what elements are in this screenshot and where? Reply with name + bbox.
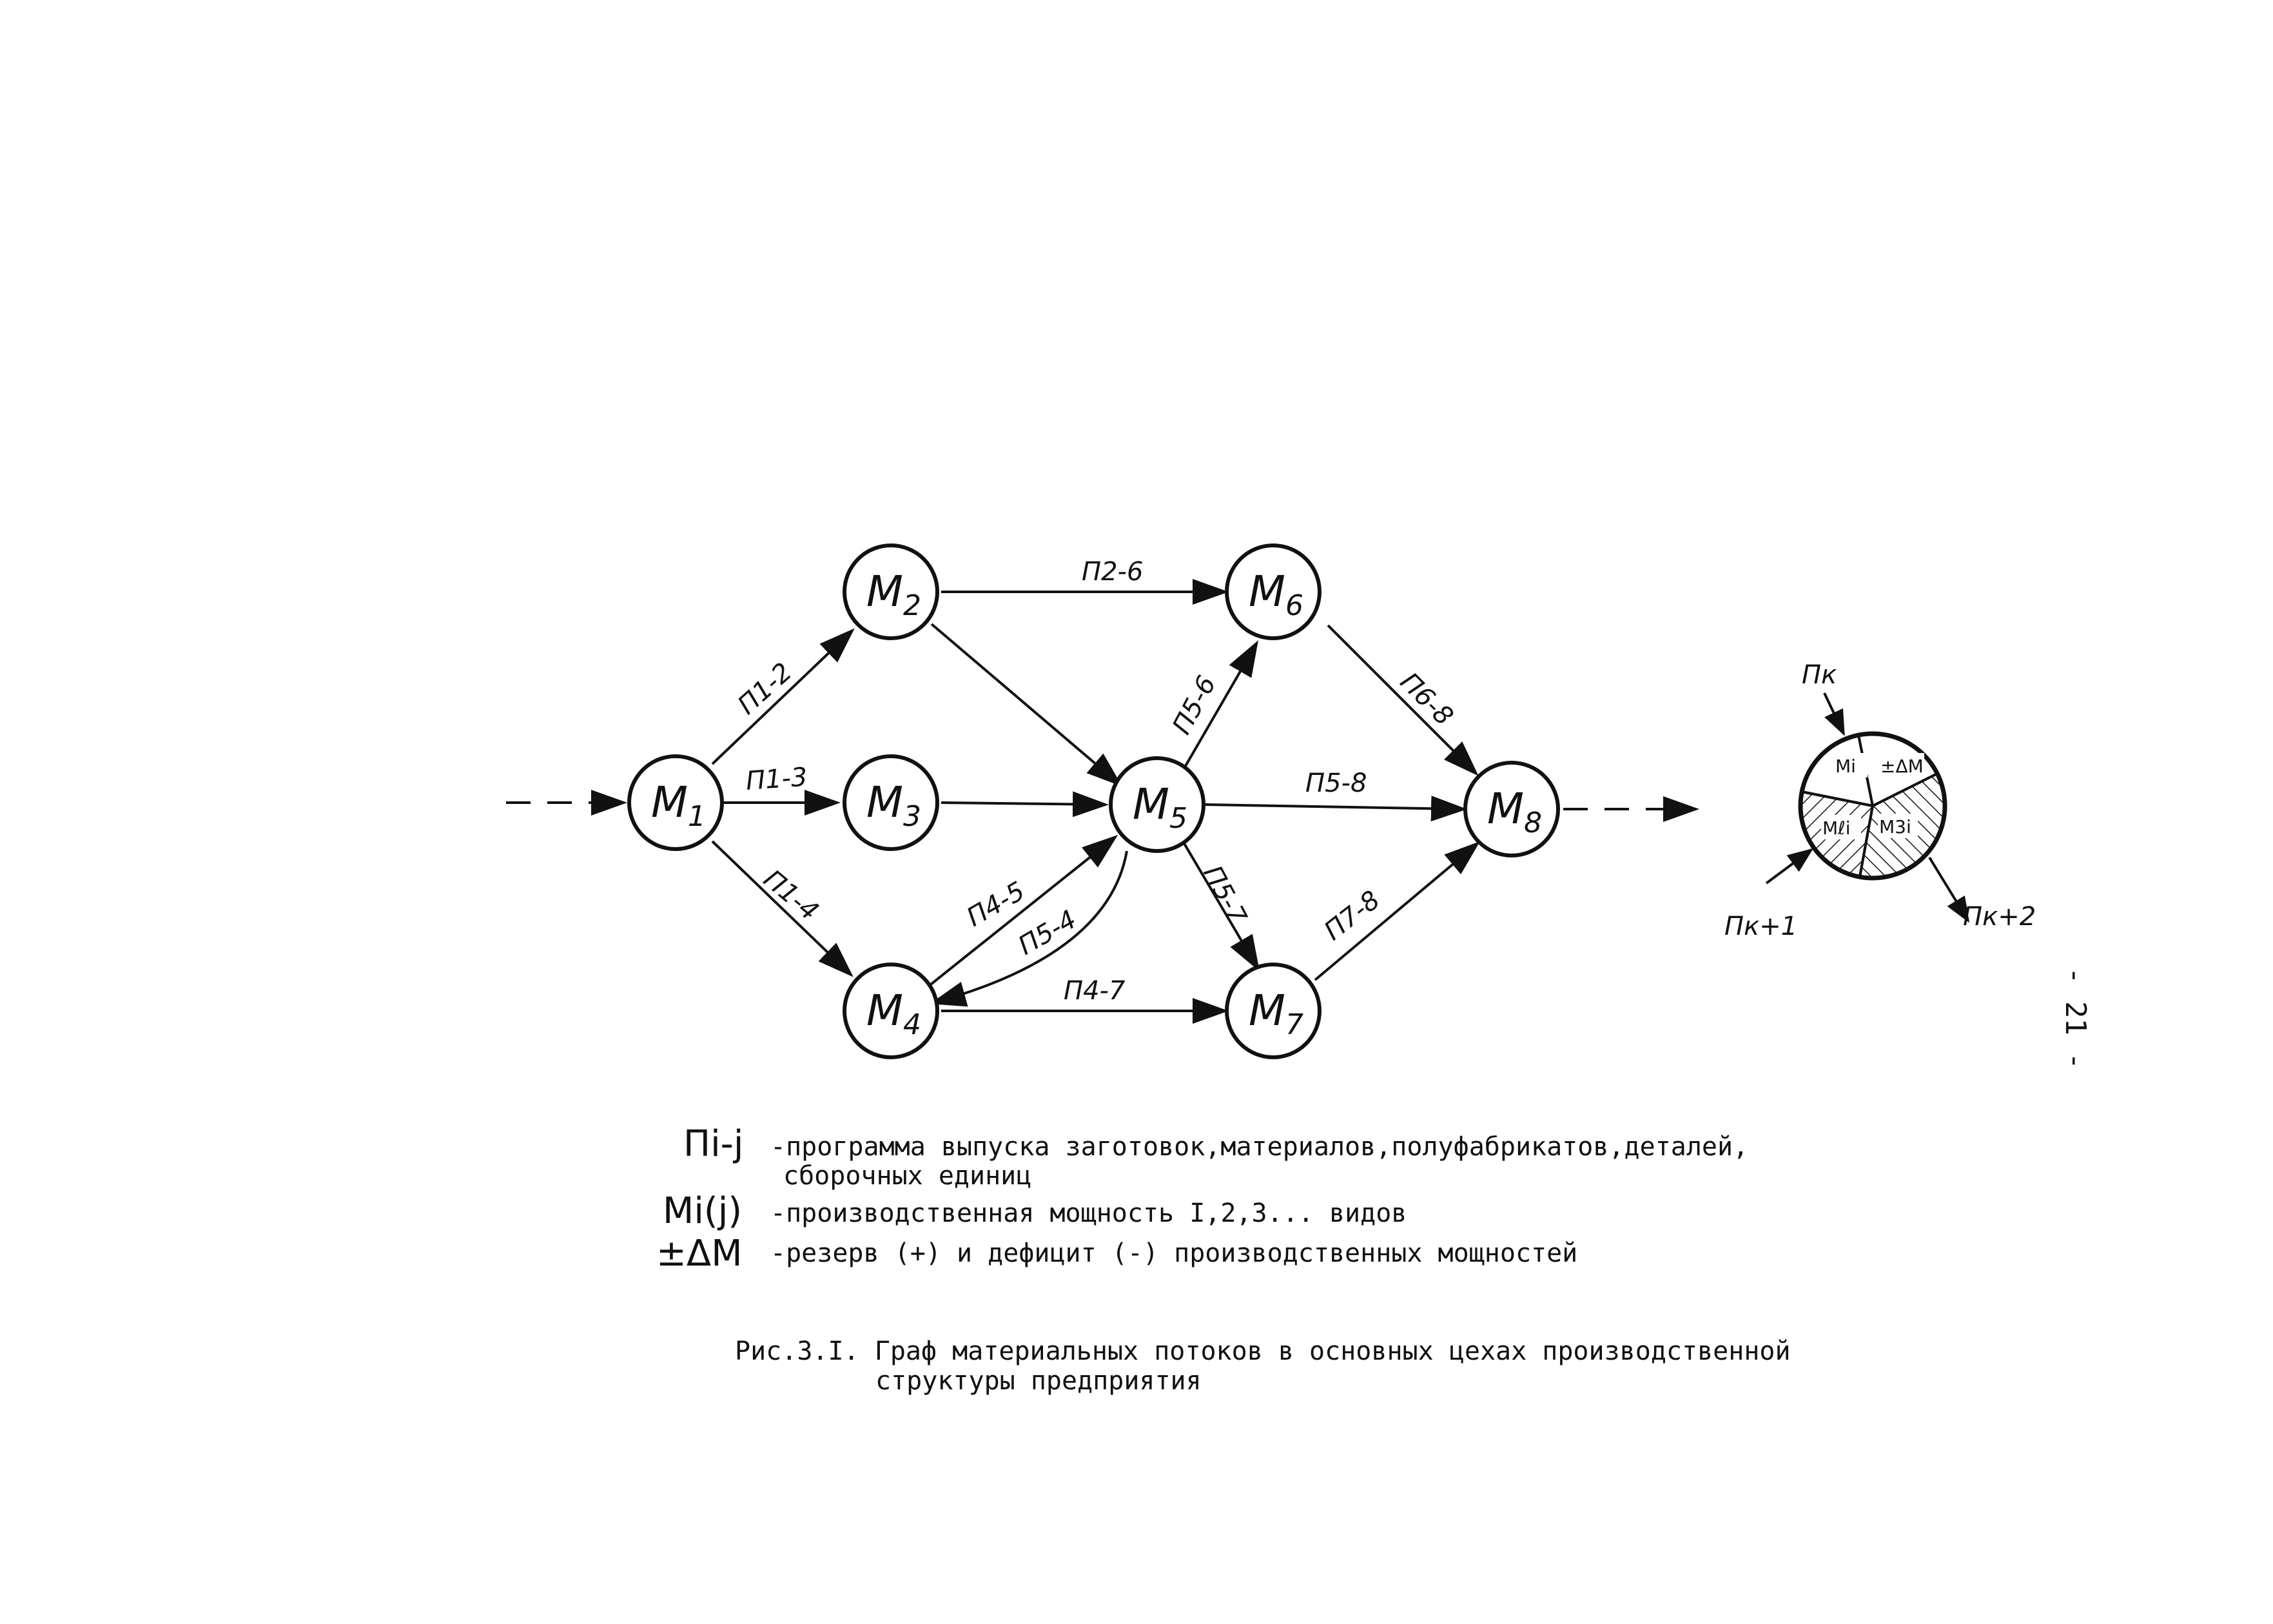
node-m8: M8 <box>1463 761 1560 857</box>
inset-label-m3i: M3i <box>1879 816 1911 837</box>
edge-label-p4-7: П4-7 <box>1064 976 1126 1006</box>
edge-m1-m4 <box>711 840 854 977</box>
node-m4: M4 <box>843 963 939 1059</box>
node-m2: M2 <box>843 543 939 640</box>
edge-label-p1-2: П1-2 <box>732 657 798 720</box>
edge-label-p7-8: П7-8 <box>1319 885 1386 946</box>
page-number: - 21 - <box>2059 967 2092 1070</box>
edge-label-p6-8: П6-8 <box>1394 667 1459 732</box>
legend-symbol-p: Пi-j <box>683 1123 744 1165</box>
edge-m5-m6 <box>1182 640 1259 772</box>
inset-input-arrow-pk1 <box>1765 848 1814 885</box>
legend-text-delta: -резерв (+) и дефицит (-) производственн… <box>770 1238 1578 1268</box>
edge-m3-m5 <box>941 791 1109 817</box>
inset-label-mi: Mi <box>1835 756 1856 777</box>
inset-label-pk1: Пк+1 <box>1724 912 1797 941</box>
edge-label-p2-6: П2-6 <box>1082 557 1143 587</box>
edge-m5-m8 <box>1205 796 1467 822</box>
svg-text:M8: M8 <box>1487 784 1542 839</box>
node-m5: M5 <box>1109 756 1205 853</box>
edge-label-p5-6: П5-6 <box>1167 671 1222 739</box>
edge-label-p5-7: П5-7 <box>1197 861 1253 929</box>
legend-text-p: -программа выпуска заготовок,материалов,… <box>770 1132 1749 1162</box>
edge-m6-m8 <box>1327 624 1479 776</box>
inset-label-pk: Пк <box>1802 660 1837 690</box>
svg-text:M2: M2 <box>866 567 921 622</box>
inset-label-mli: Mℓi <box>1822 817 1851 839</box>
inset-label-pk2: Пк+2 <box>1963 902 2036 932</box>
legend-symbol-delta: ±ΔM <box>656 1233 743 1275</box>
edge-label-p1-3: П1-3 <box>745 762 808 796</box>
edge-label-p5-4: П5-4 <box>1013 905 1082 961</box>
inset-label-delta-m: ±ΔM <box>1880 756 1924 777</box>
svg-text:M1: M1 <box>651 778 706 833</box>
node-m3: M3 <box>843 754 939 851</box>
svg-text:M7: M7 <box>1249 986 1303 1041</box>
figure-caption-line1: Рис.3.I. Граф материальных потоков в осн… <box>735 1336 1791 1366</box>
edges-group <box>711 579 1481 1024</box>
nodes-group: M1 M2 M3 M4 M5 M6 M7 M8 <box>627 543 1560 1059</box>
edge-m1-m2 <box>711 628 855 765</box>
inset-output-arrow-pk2 <box>1928 856 1970 923</box>
node-m6: M6 <box>1225 543 1322 640</box>
edge-label-p4-5: П4-5 <box>962 876 1030 933</box>
legend-text-p-cont: сборочных единиц <box>783 1161 1032 1191</box>
legend-text-m: -производственная мощность I,2,3... видо… <box>770 1198 1407 1228</box>
edge-m7-m8 <box>1314 841 1481 981</box>
figure-caption-line2: структуры предприятия <box>875 1366 1202 1396</box>
svg-text:M3: M3 <box>866 778 921 833</box>
edge-labels-group: П1-2 П1-3 П1-4 П2-6 П4-5 П5-4 П4-7 П5-6 … <box>732 557 1459 1006</box>
edge-m2-m5 <box>930 623 1123 787</box>
node-m1: M1 <box>627 754 724 851</box>
svg-text:M5: M5 <box>1133 779 1187 835</box>
edge-m5-m4 <box>930 850 1128 1007</box>
inset-input-arrow-pk <box>1823 692 1845 736</box>
edge-m5-m7 <box>1182 840 1260 972</box>
svg-text:M6: M6 <box>1249 567 1303 622</box>
svg-text:M4: M4 <box>866 986 921 1041</box>
production-unit-inset: Mi ±ΔM Mℓi M3i Пк Пк+1 Пк+2 <box>1724 660 2036 941</box>
edge-m4-m5 <box>927 835 1118 988</box>
edge-label-p5-8: П5-8 <box>1305 768 1367 798</box>
node-m7: M7 <box>1225 963 1322 1059</box>
legend-symbol-m: Mi(j) <box>663 1190 743 1232</box>
